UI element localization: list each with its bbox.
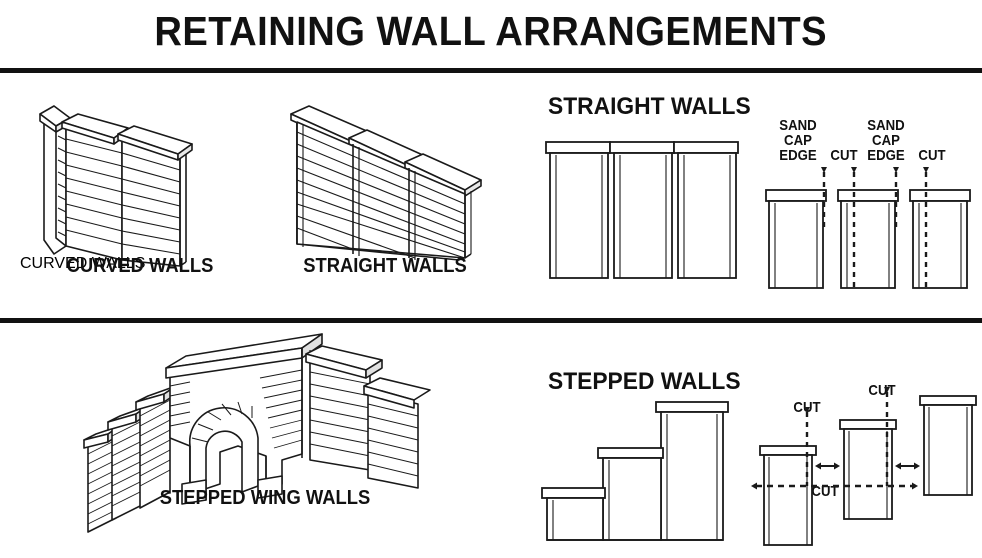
figure-cut-details-straight [760, 166, 982, 291]
caption-stepped-wing-walls: STEPPED WING WALLS [159, 487, 371, 509]
caption-straight-walls: STRAIGHT WALLS [303, 255, 467, 277]
callout-line: EDGE [779, 147, 817, 164]
page-title: RETAINING WALL ARRANGEMENTS [154, 7, 828, 54]
heading-stepped-walls: STEPPED WALLS [548, 368, 741, 395]
callout-sand-cap-edge-2: SAND CAP EDGE [861, 118, 910, 163]
callout-line: CUT [830, 147, 858, 164]
figure-straight-walls-elevation [544, 136, 744, 286]
title-bar: RETAINING WALL ARRANGEMENTS [0, 0, 982, 62]
callout-line: SAND [867, 117, 905, 134]
callout-line: SAND [779, 117, 817, 134]
callout-line: EDGE [867, 147, 905, 164]
callout-cut-1: CUT [829, 148, 859, 163]
callout-line: CUT [918, 147, 946, 164]
figure-curved-walls [30, 96, 250, 267]
divider-middle [0, 318, 982, 323]
figure-stepped-walls-elevation [540, 392, 755, 548]
figure-cut-details-stepped [750, 387, 982, 550]
callout-line: CUT [868, 382, 896, 399]
callout-line: CAP [784, 132, 812, 149]
divider-top [0, 68, 982, 73]
caption-curved-walls-text: CURVED WALLS [66, 255, 214, 277]
figure-stepped-wing-walls [70, 333, 431, 534]
callout-line: CAP [872, 132, 900, 149]
figure-straight-walls-iso [275, 92, 495, 262]
caption-curved-walls: CURVED WALLS [20, 255, 146, 272]
callout-stepped-cut-top-2: CUT [867, 383, 897, 398]
callout-sand-cap-edge-1: SAND CAP EDGE [773, 118, 822, 163]
callout-cut-2: CUT [917, 148, 947, 163]
heading-straight-walls: STRAIGHT WALLS [548, 93, 751, 120]
